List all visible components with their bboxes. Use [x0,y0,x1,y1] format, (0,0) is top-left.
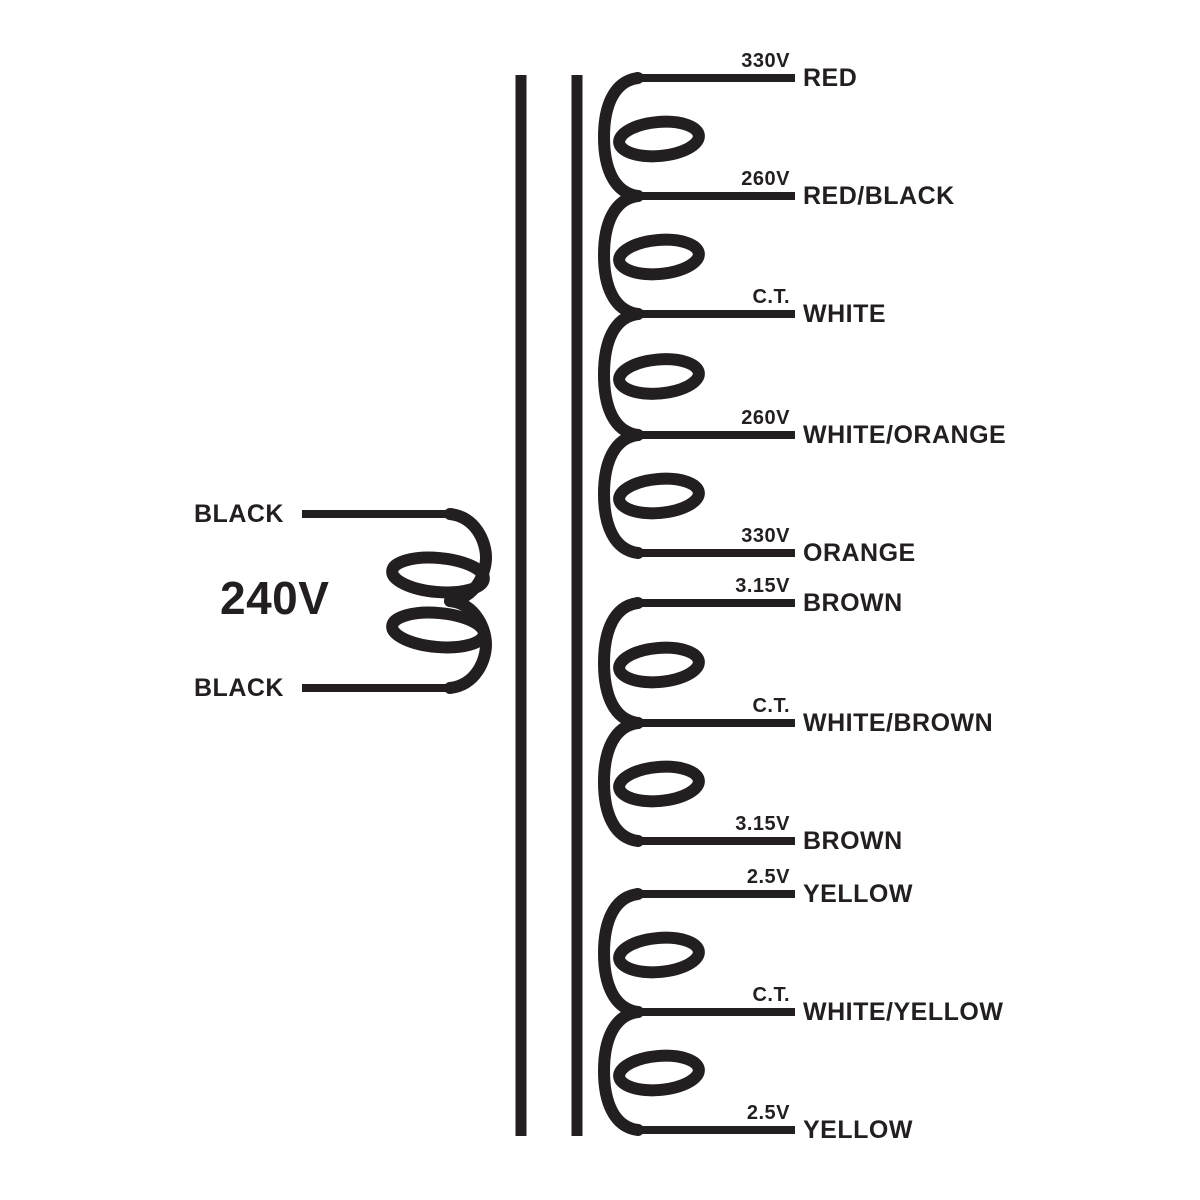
tap-voltage-label: 260V [741,407,790,429]
primary-coil-scallop [444,595,493,694]
secondary-coil-loop [613,353,705,400]
primary-lead-label: BLACK [194,500,284,528]
secondary-coil-scallop [597,888,644,1018]
secondary-coil-scallop [597,190,644,320]
secondary-coil-loop [613,760,705,808]
wire-color-label: YELLOW [803,880,913,908]
wire-color-label: RED [803,64,858,92]
tap-voltage-label: 2.5V [746,866,790,888]
primary-coil-loop [386,606,490,654]
secondary-coil-loop [613,641,705,689]
secondary-coil-loop [613,931,705,979]
tap-voltage-label: 330V [741,50,790,72]
wire-color-label: BROWN [803,827,903,855]
secondary-coil-loop [613,233,705,281]
wire-color-label: WHITE/ORANGE [803,421,1007,449]
tap-voltage-label: C.T. [752,984,790,1006]
secondary-coil-scallop [597,1006,644,1136]
secondary-coil-scallop [597,72,644,202]
tap-voltage-label: 3.15V [735,575,790,597]
secondary-coil-scallop [597,308,644,441]
secondary-coil-loop [613,1049,705,1097]
wire-color-label: WHITE/BROWN [803,709,994,737]
primary-lead-label: BLACK [194,674,284,702]
wire-color-label: RED/BLACK [803,182,955,210]
wire-color-label: WHITE/YELLOW [803,998,1004,1026]
secondary-coil-loop [613,472,705,520]
secondary-coil-scallop [597,717,644,847]
tap-voltage-label: C.T. [752,695,790,717]
wire-color-label: BROWN [803,589,903,617]
tap-voltage-label: C.T. [752,286,790,308]
tap-voltage-label: 260V [741,168,790,190]
primary-coil-loop [386,551,490,599]
secondary-coil-scallop [597,429,644,559]
wire-color-label: ORANGE [803,539,916,567]
tap-voltage-label: 3.15V [735,813,790,835]
tap-voltage-label: 330V [741,525,790,547]
wire-color-label: YELLOW [803,1116,913,1144]
tap-voltage-label: 2.5V [746,1102,790,1124]
secondary-coil-loop [613,115,705,163]
primary-voltage-label: 240V [220,572,330,624]
secondary-coil-scallop [597,597,644,729]
wire-color-label: WHITE [803,300,887,328]
